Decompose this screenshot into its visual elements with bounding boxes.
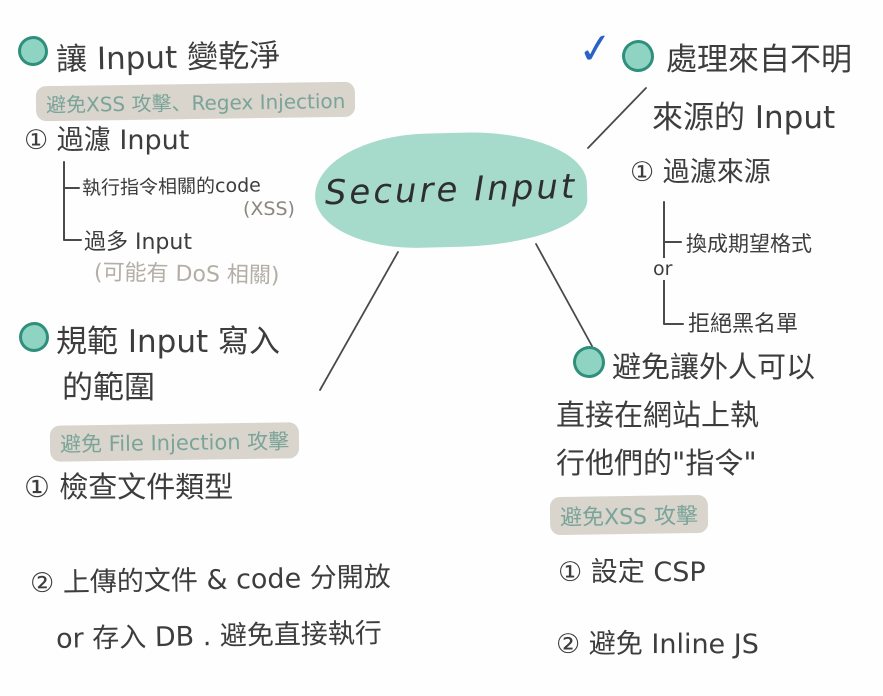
branch-title-input-scope-line1: 規範 Input 寫入 xyxy=(56,324,280,360)
center-topic-blob: Secure Input xyxy=(313,129,589,251)
connector-bottom-left xyxy=(319,251,399,391)
subitem-exec-code: 執行指令相關的code xyxy=(81,174,262,200)
subitem-dos-note: (可能有 DoS 相關) xyxy=(93,260,280,289)
item-separate-files-code-line1: ② 上傳的文件 & code 分開放 xyxy=(29,561,391,600)
subitem-convert-format: 換成期望格式 xyxy=(686,232,812,256)
branch-title-input-scope-line2: 的範圍 xyxy=(62,370,155,406)
subitem-exec-code-note: (XSS) xyxy=(243,198,295,220)
branch-title-no-external-exec-line1: 避免讓外人可以 xyxy=(612,350,816,384)
highlight-xss-regex: 避免XSS 攻擊、Regex Injection xyxy=(35,81,356,122)
highlight-file-injection: 避免 File Injection 攻擊 xyxy=(49,422,300,462)
subitem-reject-blacklist: 拒絕黑名單 xyxy=(688,312,799,337)
tree-bracket-top-left xyxy=(63,161,82,241)
or-label: or xyxy=(651,258,675,280)
checkmark-icon: ✓ xyxy=(575,22,616,75)
branch-title-clean-input: 讓 Input 變乾淨 xyxy=(55,38,281,78)
bullet-circle-icon xyxy=(622,40,654,72)
connector-top-right xyxy=(587,87,647,149)
bullet-circle-icon xyxy=(573,346,605,378)
branch-title-no-external-exec-line2: 直接在網站上執 xyxy=(556,398,760,432)
highlight-xss: 避免XSS 攻擊 xyxy=(549,494,709,536)
bullet-circle-icon xyxy=(19,322,49,352)
subitem-too-much-input: 過多 Input xyxy=(84,230,192,255)
center-topic-label: Secure Input xyxy=(324,166,578,214)
branch-title-unknown-source-line2: 來源的 Input xyxy=(652,100,836,136)
item-filter-input: ① 過濾 Input xyxy=(24,125,190,156)
item-separate-files-code-line2: or 存入 DB . 避免直接執行 xyxy=(55,618,383,655)
item-avoid-inline-js: ② 避免 Inline JS xyxy=(556,629,759,660)
item-filter-source: ① 過濾來源 xyxy=(630,157,771,188)
item-check-file-type: ① 檢查文件類型 xyxy=(24,470,234,504)
branch-title-unknown-source-line1: 處理來自不明 xyxy=(666,42,852,78)
bullet-circle-icon xyxy=(18,36,48,66)
branch-title-no-external-exec-line3: 行他們的"指令" xyxy=(556,446,757,480)
connector-bottom-right xyxy=(535,243,593,347)
item-set-csp: ① 設定 CSP xyxy=(558,557,706,588)
